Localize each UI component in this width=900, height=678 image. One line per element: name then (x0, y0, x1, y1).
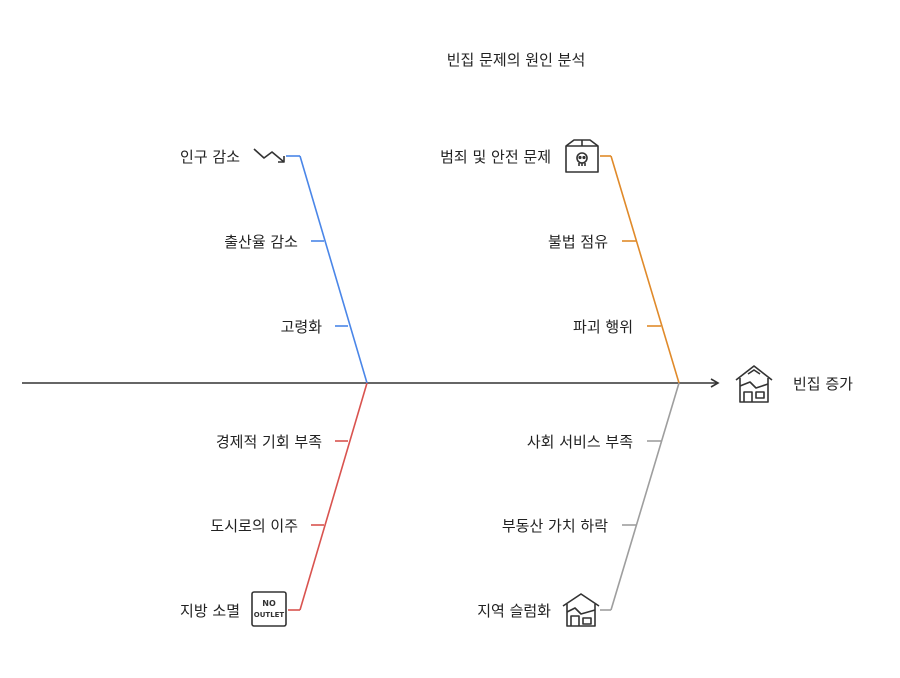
no-outlet-sign-icon: NO OUTLET (251, 591, 287, 627)
cause-label: 경제적 기회 부족 (216, 433, 322, 451)
cause-label: 파괴 행위 (573, 318, 633, 336)
effect-label: 빈집 증가 (793, 375, 853, 393)
branch-population: 인구 감소 출산율 감소 고령화 (180, 148, 368, 384)
cause-label: 출산율 감소 (224, 233, 298, 251)
branch-crime: 범죄 및 안전 문제 불법 점유 파괴 행위 (440, 139, 680, 384)
cause-label: 인구 감소 (180, 148, 240, 166)
broken-house-icon (562, 593, 600, 627)
sign-text-no: NO (262, 599, 276, 608)
danger-box-icon (565, 139, 599, 173)
effect-icon (735, 365, 773, 403)
branch-crime-line (610, 155, 680, 384)
cause-label: 불법 점유 (548, 233, 608, 251)
diagram-title: 빈집 문제의 원인 분석 (447, 51, 586, 69)
decreasing-trend-icon (253, 148, 285, 163)
cause-label: 도시로의 이주 (210, 517, 298, 535)
branch-community-line (610, 382, 680, 611)
branch-economy-line (299, 382, 368, 611)
branch-economy: 경제적 기회 부족 도시로의 이주 지방 소멸 NO OUTLET (180, 382, 368, 627)
cause-label: 지방 소멸 (180, 602, 240, 620)
branch-community: 사회 서비스 부족 부동산 가치 하락 지역 슬럼화 (477, 382, 680, 627)
sign-text-outlet: OUTLET (254, 611, 285, 619)
cause-label: 지역 슬럼화 (477, 602, 551, 620)
cause-label: 사회 서비스 부족 (527, 433, 633, 451)
cause-label: 범죄 및 안전 문제 (440, 148, 551, 166)
cause-label: 고령화 (281, 318, 323, 336)
cause-label: 부동산 가치 하락 (502, 517, 608, 535)
branch-population-line (299, 155, 368, 384)
